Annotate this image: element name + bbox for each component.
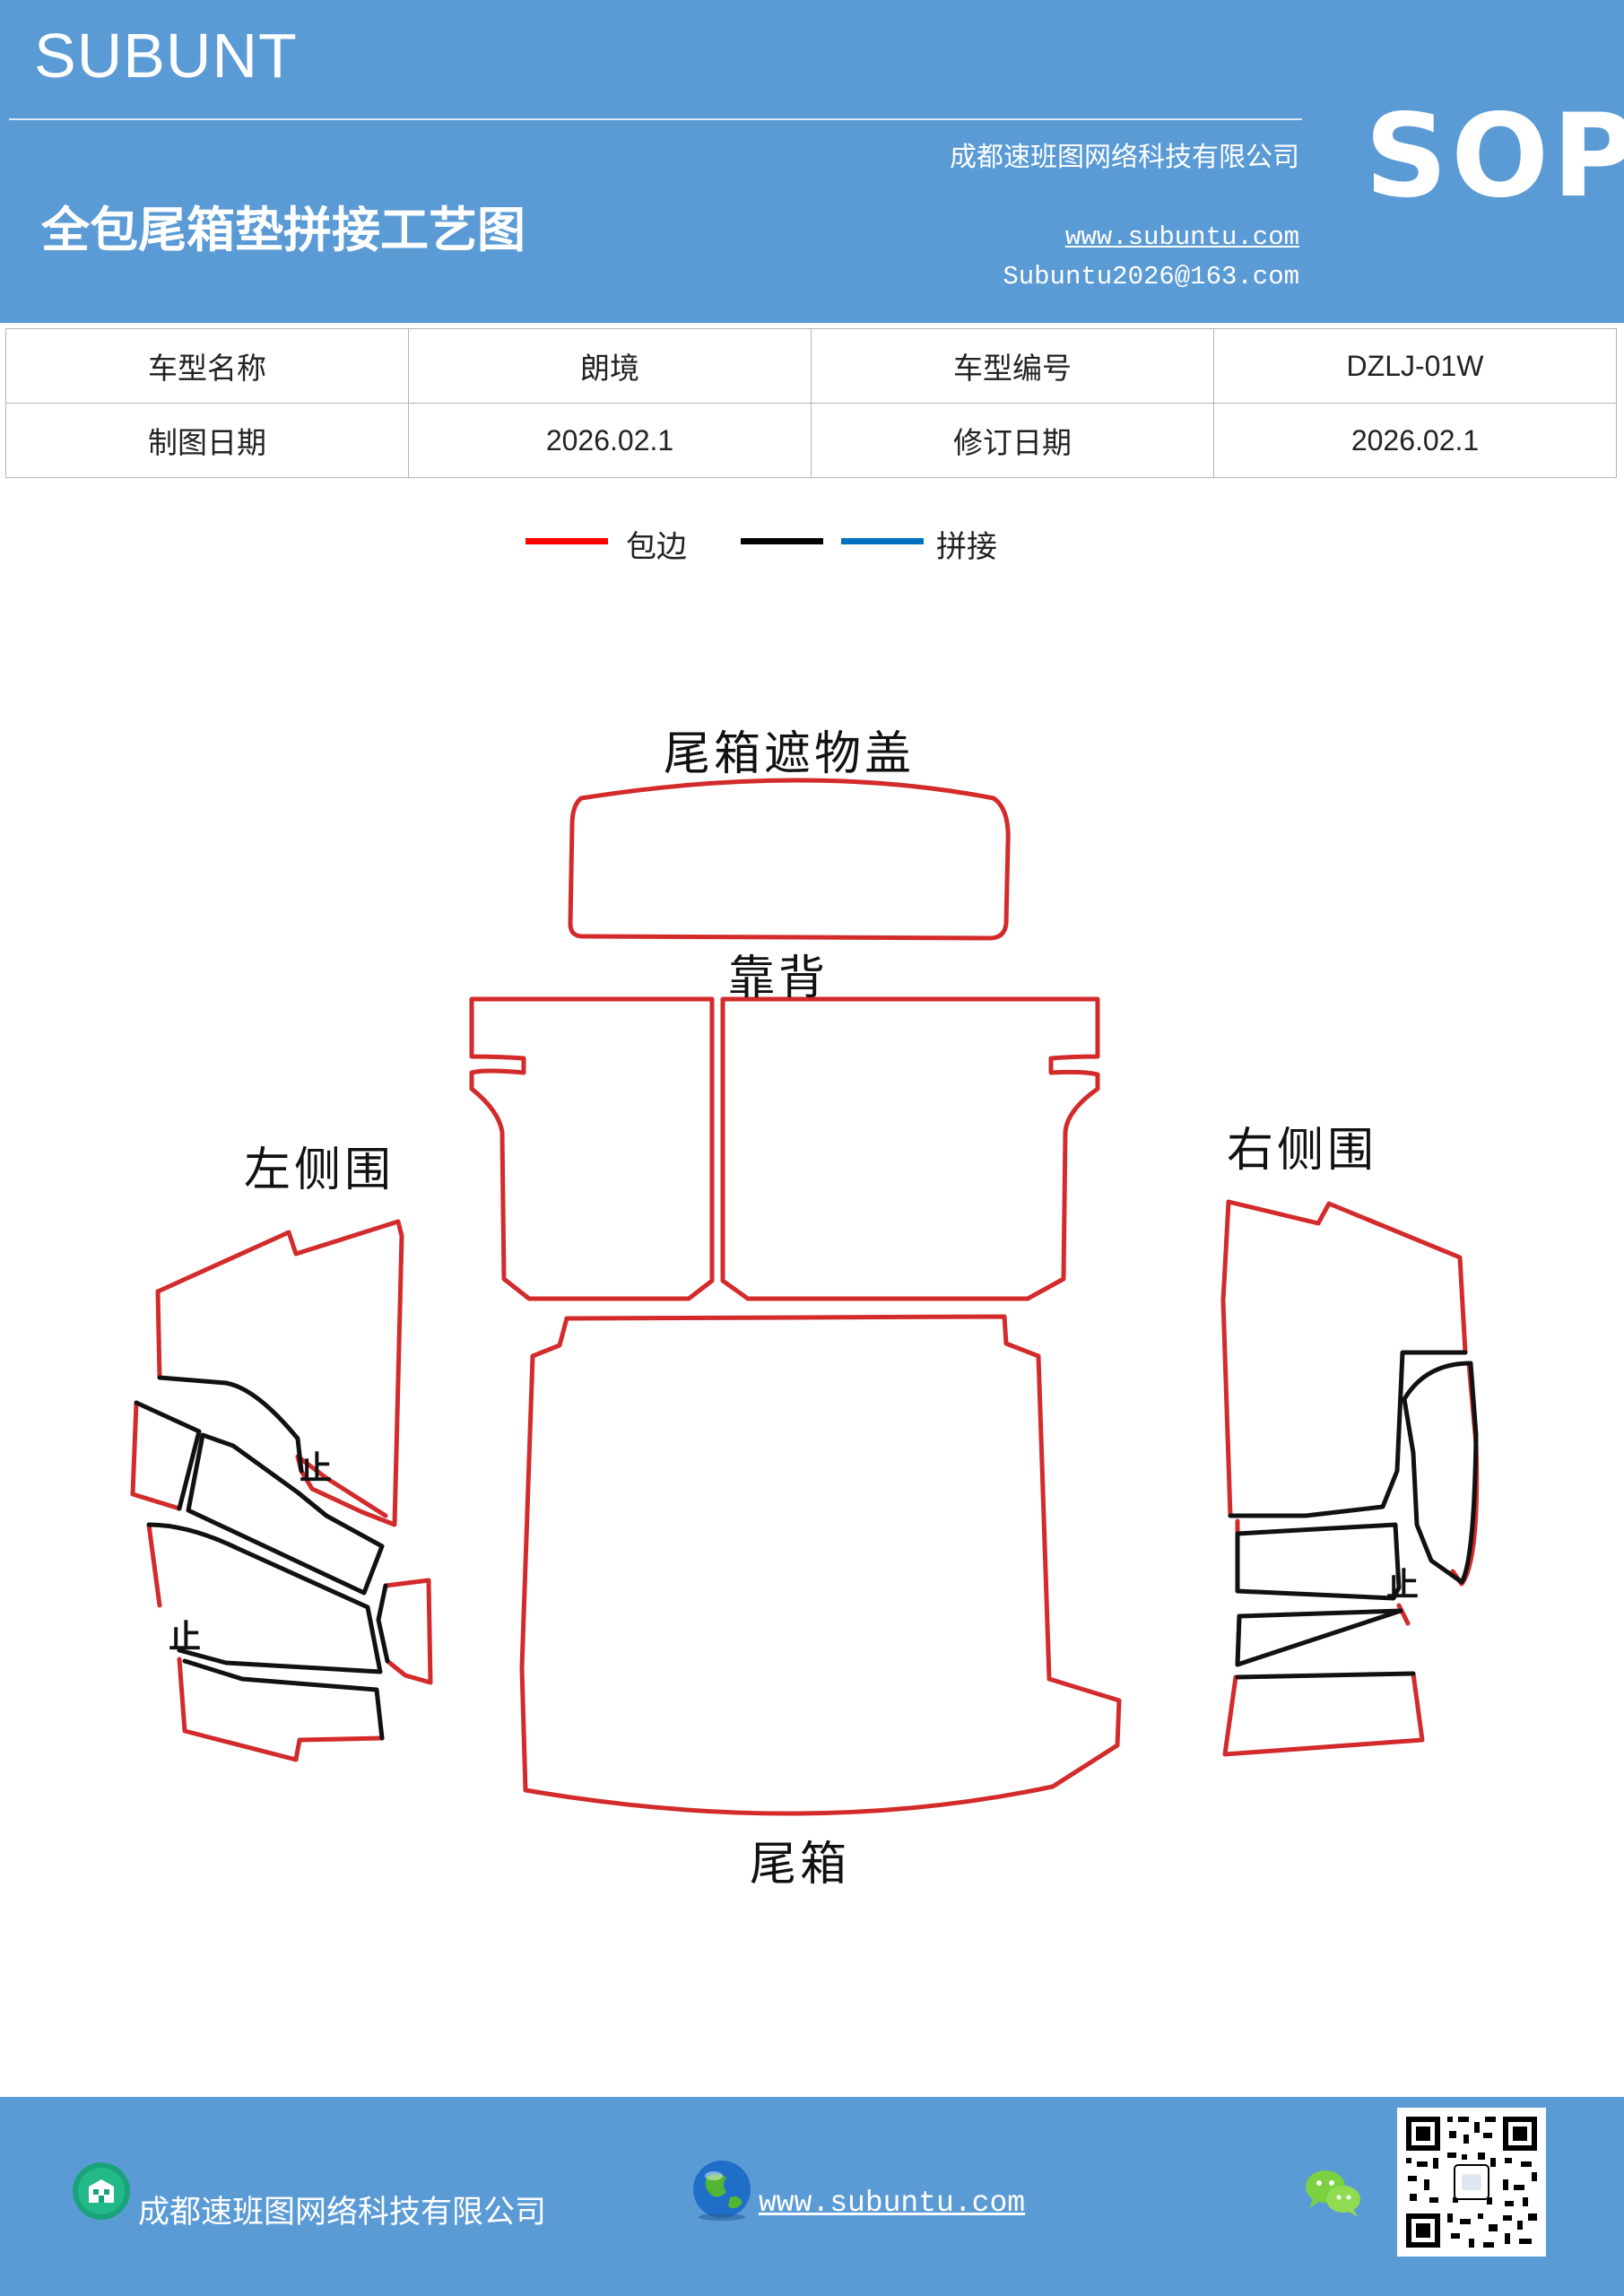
revision-date-label: 修订日期 [811, 403, 1214, 478]
left-side-trim-bottom [177, 1657, 385, 1762]
wechat-icon[interactable] [1302, 2165, 1365, 2221]
right-side-trim-bottom [1222, 1671, 1425, 1757]
header-divider [9, 118, 1302, 120]
left-side-trim-left [155, 1289, 162, 1380]
page-title: 全包尾箱垫拼接工艺图 [41, 201, 525, 258]
building-icon [73, 2162, 130, 2220]
stop-mark-left-top: 止 [300, 1450, 333, 1487]
draw-date-label: 制图日期 [5, 403, 409, 478]
left-seam-2 [134, 1400, 202, 1511]
footer-website-link[interactable]: www.subuntu.com [759, 2187, 1026, 2220]
right-seam-2 [1402, 1361, 1479, 1585]
header-email: Subuntu2026@163.com [1003, 262, 1299, 291]
label-trunk: 尾箱 [750, 1838, 851, 1892]
right-seam-5 [1235, 1671, 1416, 1680]
backrest-right-panel [720, 996, 1100, 1301]
sop-badge: SOP [1365, 90, 1624, 223]
stop-mark-left-bottom: 止 [169, 1619, 202, 1656]
left-seam-1 [157, 1375, 304, 1474]
globe-icon [693, 2161, 751, 2221]
left-seam-6 [182, 1658, 385, 1741]
left-side-trim-top [155, 1219, 404, 1527]
label-cover: 尾箱遮物盖 [664, 727, 916, 781]
right-side-trim-top [1226, 1199, 1468, 1355]
backrest-left-panel [469, 996, 715, 1301]
revision-date-value: 2026.02.1 [1213, 403, 1617, 478]
draw-date-value: 2026.02.1 [408, 403, 812, 478]
header-company: 成都速班图网络科技有限公司 [950, 142, 1299, 173]
model-name-label: 车型名称 [5, 328, 409, 404]
left-seam-5 [376, 1583, 390, 1664]
left-seam-3 [186, 1432, 385, 1596]
qr-code-icon [1397, 2108, 1546, 2257]
model-code-label: 车型编号 [811, 328, 1214, 404]
info-table: 车型名称 朗境 车型编号 DZLJ-01W 制图日期 2026.02.1 修订日… [5, 328, 1617, 478]
model-code-value: DZLJ-01W [1213, 328, 1617, 404]
info-row: 车型名称 朗境 车型编号 DZLJ-01W [5, 328, 1617, 404]
left-seam-4 [146, 1522, 383, 1674]
left-side-trim-lower [146, 1522, 162, 1608]
footer-company: 成都速班图网络科技有限公司 [138, 2195, 547, 2231]
label-left-side: 左侧围 [244, 1144, 395, 1197]
right-seam-1 [1228, 1350, 1468, 1518]
footer-band: 成都速班图网络科技有限公司 www.subuntu.com [0, 2097, 1624, 2296]
header-website-link[interactable]: www.subuntu.com [1064, 222, 1299, 252]
cover-panel [568, 778, 1011, 941]
model-name-value: 朗境 [408, 328, 812, 404]
right-side-trim-stop [1396, 1603, 1411, 1626]
brand-name: SUBUNT [34, 21, 298, 91]
right-side-trim-left [1220, 1199, 1233, 1518]
header-band: SUBUNT 成都速班图网络科技有限公司 全包尾箱垫拼接工艺图 www.subu… [0, 0, 1624, 323]
stop-mark-right: 止 [1386, 1567, 1420, 1604]
legend-label-binding: 包边 [626, 529, 687, 565]
legend-label-splice: 拼接 [936, 529, 997, 565]
legend-swatch-blue [841, 538, 924, 544]
left-side-trim-upper-left [130, 1400, 182, 1511]
info-row: 制图日期 2026.02.1 修订日期 2026.02.1 [5, 403, 1617, 478]
trunk-panel [519, 1314, 1122, 1816]
left-side-trim-small [383, 1578, 433, 1685]
left-side-trim-mid [295, 1454, 388, 1518]
legend-swatch-red [525, 538, 608, 544]
legend: 包边 拼接 [0, 520, 1624, 574]
label-backrest: 靠背 [728, 952, 829, 1005]
label-right-side: 右侧围 [1227, 1124, 1378, 1178]
legend-swatch-black [741, 538, 823, 544]
right-seam-4 [1235, 1608, 1403, 1667]
right-seam-3 [1235, 1522, 1402, 1601]
